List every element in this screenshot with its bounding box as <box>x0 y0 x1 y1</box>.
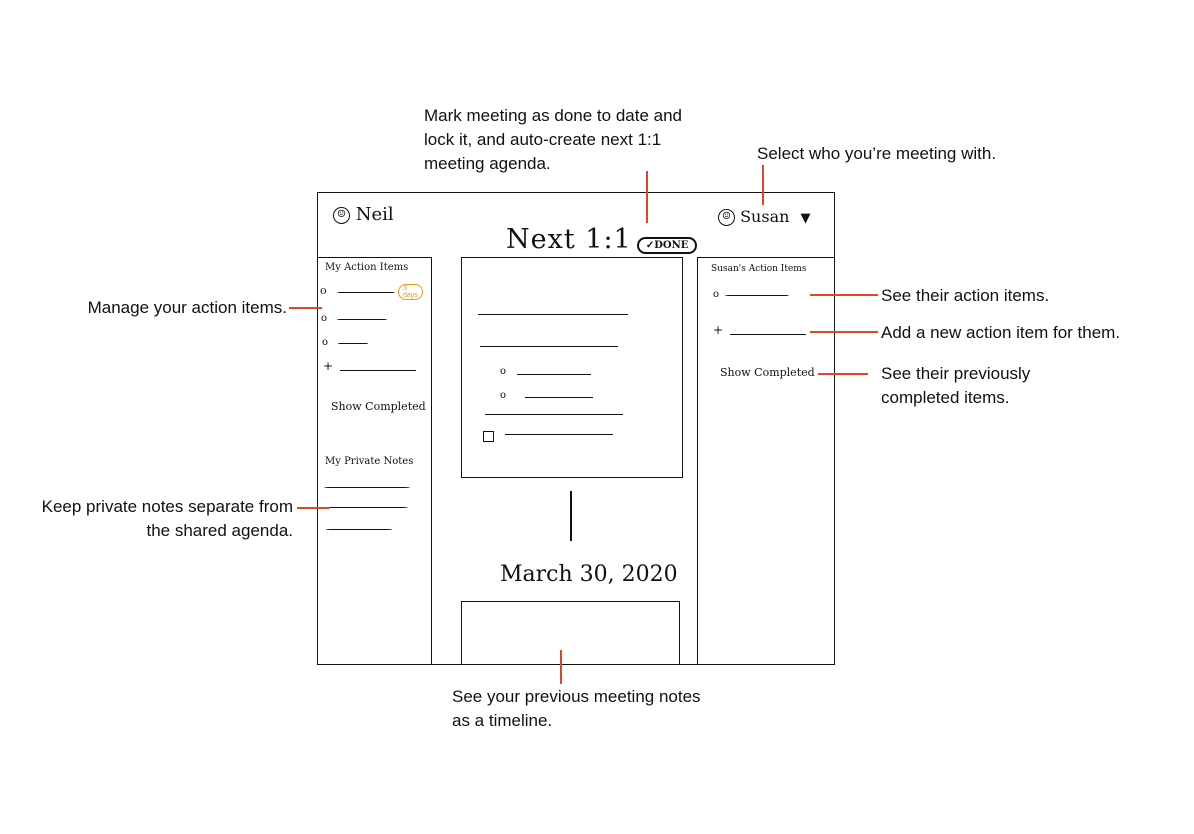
agenda-line <box>505 434 613 435</box>
partner-panel <box>697 257 835 665</box>
partner-selector[interactable]: ☺ Susan ▼ <box>718 207 811 226</box>
user-name: Neil <box>355 204 394 225</box>
partner-action-item[interactable]: o <box>713 289 793 303</box>
agenda-line <box>480 346 618 347</box>
agenda-line <box>517 374 591 375</box>
add-my-action-item[interactable]: + <box>323 359 423 375</box>
annotation-completed: See their previously completed items. <box>881 364 1031 407</box>
user-avatar-icon: ☺ <box>333 206 350 224</box>
plus-icon: + <box>713 323 724 337</box>
previous-meeting-card[interactable] <box>461 601 680 665</box>
annotation-timeline: See your previous meeting notes as a tim… <box>452 687 701 730</box>
timeline-connector <box>570 491 572 541</box>
leader-line <box>560 650 562 684</box>
due-badge: 3 days <box>398 284 423 300</box>
agenda-editor[interactable] <box>461 257 683 478</box>
checkbox-icon[interactable]: o <box>320 284 327 297</box>
leader-line <box>289 307 322 309</box>
partner-show-completed-link[interactable]: Show Completed <box>720 366 815 379</box>
annotation-done: Mark meeting as done to date and lock it… <box>424 106 682 173</box>
chevron-down-icon: ▼ <box>800 211 811 226</box>
partner-avatar-icon: ☺ <box>718 209 735 226</box>
my-panel <box>317 257 432 665</box>
annotation-select-partner: Select who you’re meeting with. <box>757 144 997 163</box>
page-title: Next 1:1 <box>506 224 632 255</box>
done-button[interactable]: ✓DONE <box>636 237 698 254</box>
checkbox-icon[interactable]: o <box>322 337 329 348</box>
partner-action-items-title: Susan's Action Items <box>711 264 807 274</box>
leader-line <box>762 165 764 205</box>
agenda-header: Next 1:1 ✓DONE <box>506 224 698 255</box>
my-private-notes-title: My Private Notes <box>325 456 414 467</box>
annotation-manage-items: Manage your action items. <box>87 298 287 317</box>
add-partner-action-item[interactable]: + <box>713 323 809 339</box>
timeline-date: March 30, 2020 <box>500 562 678 587</box>
leader-line <box>646 171 648 223</box>
agenda-line <box>485 414 623 415</box>
private-notes-area[interactable] <box>324 483 414 538</box>
my-action-items-title: My Action Items <box>325 262 409 273</box>
leader-line <box>810 294 878 296</box>
agenda-checkbox-icon[interactable] <box>483 431 494 442</box>
leader-line <box>810 331 878 333</box>
agenda-line <box>478 314 628 315</box>
agenda-bullet-icon: o <box>500 390 507 401</box>
checkbox-icon[interactable]: o <box>321 313 328 324</box>
annotation-private-notes: Keep private notes separate from the sha… <box>41 497 293 540</box>
agenda-bullet-icon: o <box>500 366 507 377</box>
leader-line <box>297 507 329 509</box>
annotation-their-items: See their action items. <box>881 286 1050 305</box>
annotation-add-item: Add a new action item for them. <box>881 323 1121 342</box>
plus-icon: + <box>323 359 334 373</box>
my-action-item[interactable]: o <box>321 313 401 327</box>
current-user[interactable]: ☺ Neil <box>333 204 394 225</box>
my-show-completed-link[interactable]: Show Completed <box>331 400 426 413</box>
partner-name: Susan <box>740 207 790 226</box>
leader-line <box>818 373 868 375</box>
agenda-line <box>525 397 593 398</box>
checkbox-icon[interactable]: o <box>713 289 720 300</box>
my-action-item[interactable]: o <box>322 337 402 351</box>
